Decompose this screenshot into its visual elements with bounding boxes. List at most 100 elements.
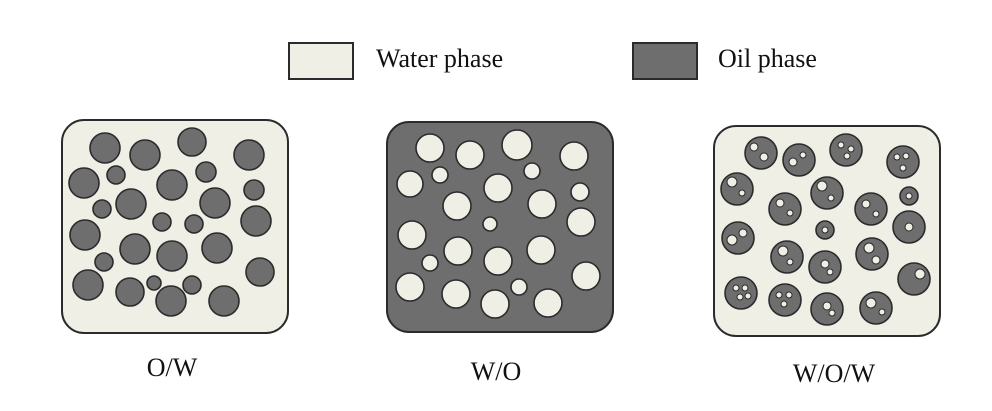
- inner-water-droplet: [759, 152, 769, 162]
- oil-droplet: [72, 269, 104, 301]
- oil-droplet: [195, 161, 217, 183]
- water-droplet: [455, 140, 485, 170]
- oil-droplet: [89, 132, 121, 164]
- water-droplet: [533, 288, 563, 318]
- inner-water-droplet: [902, 152, 910, 160]
- oil-droplet: [240, 205, 272, 237]
- inner-water-droplet: [843, 152, 851, 160]
- oil-droplet: [92, 199, 112, 219]
- inner-water-droplet: [828, 309, 836, 317]
- water-droplet: [431, 166, 449, 184]
- inner-water-droplet: [863, 242, 875, 254]
- inner-water-droplet: [726, 176, 738, 188]
- inner-water-droplet: [827, 194, 835, 202]
- oil-droplet: [859, 291, 893, 325]
- oil-droplet: [182, 275, 202, 295]
- oil-droplet: [243, 179, 265, 201]
- inner-water-droplet: [738, 228, 748, 238]
- water-droplet: [421, 254, 439, 272]
- w-o-w-caption: W/O/W: [792, 359, 876, 388]
- inner-water-droplet: [744, 292, 752, 300]
- o-w-caption: O/W: [146, 353, 198, 382]
- oil-droplet: [146, 275, 162, 291]
- inner-water-droplet: [872, 210, 880, 218]
- oil-droplet: [177, 127, 207, 157]
- oil-droplet: [129, 139, 161, 171]
- oil-phase-label: Oil phase: [718, 44, 817, 73]
- water-droplet: [443, 236, 473, 266]
- inner-water-droplet: [732, 284, 740, 292]
- water-phase-label: Water phase: [376, 44, 504, 73]
- oil-droplet: [69, 219, 101, 251]
- oil-droplet: [768, 283, 802, 317]
- oil-droplet: [119, 233, 151, 265]
- inner-water-droplet: [899, 164, 907, 172]
- water-droplet: [483, 246, 513, 276]
- inner-water-droplet: [904, 222, 914, 232]
- oil-droplet: [184, 214, 204, 234]
- oil-droplet: [810, 176, 844, 210]
- oil-droplet: [886, 145, 920, 179]
- oil-droplet: [208, 285, 240, 317]
- inner-water-droplet: [878, 308, 886, 316]
- oil-droplet: [115, 277, 145, 307]
- oil-droplet: [782, 143, 816, 177]
- oil-droplet: [724, 276, 758, 310]
- oil-phase-swatch: [632, 42, 698, 80]
- oil-droplet: [245, 257, 275, 287]
- w-o-w-emulsion-panel: [713, 125, 941, 337]
- oil-droplet: [770, 240, 804, 274]
- oil-droplet: [199, 187, 231, 219]
- inner-water-droplet: [775, 198, 785, 208]
- inner-water-droplet: [837, 141, 845, 149]
- oil-droplet: [68, 167, 100, 199]
- oil-droplet: [106, 165, 126, 185]
- inner-water-droplet: [786, 209, 794, 217]
- oil-droplet: [829, 133, 863, 167]
- inner-water-droplet: [816, 180, 828, 192]
- oil-droplet: [94, 252, 114, 272]
- oil-droplet: [855, 237, 889, 271]
- inner-water-droplet: [847, 145, 855, 153]
- oil-droplet: [201, 232, 233, 264]
- inner-water-droplet: [749, 142, 759, 152]
- water-phase-swatch: [288, 42, 354, 80]
- inner-water-droplet: [826, 268, 834, 276]
- inner-water-droplet: [799, 151, 807, 159]
- inner-water-droplet: [822, 301, 832, 311]
- inner-water-droplet: [726, 234, 738, 246]
- water-droplet: [442, 191, 472, 221]
- inner-water-droplet: [820, 259, 830, 269]
- water-droplet: [523, 162, 541, 180]
- water-droplet: [526, 235, 556, 265]
- water-droplet: [441, 279, 471, 309]
- inner-water-droplet: [893, 153, 901, 161]
- water-droplet: [501, 129, 533, 161]
- inner-water-droplet: [785, 291, 793, 299]
- oil-droplet: [720, 172, 754, 206]
- inner-water-droplet: [736, 293, 744, 301]
- water-droplet: [571, 261, 601, 291]
- oil-droplet: [115, 188, 147, 220]
- water-droplet: [570, 182, 590, 202]
- water-droplet: [415, 133, 445, 163]
- inner-water-droplet: [788, 157, 798, 167]
- water-droplet: [483, 173, 513, 203]
- inner-water-droplet: [777, 245, 789, 257]
- inner-water-droplet: [865, 297, 877, 309]
- water-droplet: [480, 289, 510, 319]
- inner-water-droplet: [738, 189, 746, 197]
- water-droplet: [395, 272, 425, 302]
- water-droplet: [482, 216, 498, 232]
- inner-water-droplet: [861, 199, 871, 209]
- oil-droplet: [897, 262, 931, 296]
- oil-droplet: [155, 285, 187, 317]
- oil-droplet: [156, 240, 188, 272]
- water-droplet: [566, 207, 596, 237]
- inner-water-droplet: [871, 255, 881, 265]
- oil-droplet: [152, 212, 172, 232]
- oil-droplet: [721, 221, 755, 255]
- inner-water-droplet: [914, 268, 926, 280]
- water-droplet: [510, 278, 528, 296]
- inner-water-droplet: [786, 258, 794, 266]
